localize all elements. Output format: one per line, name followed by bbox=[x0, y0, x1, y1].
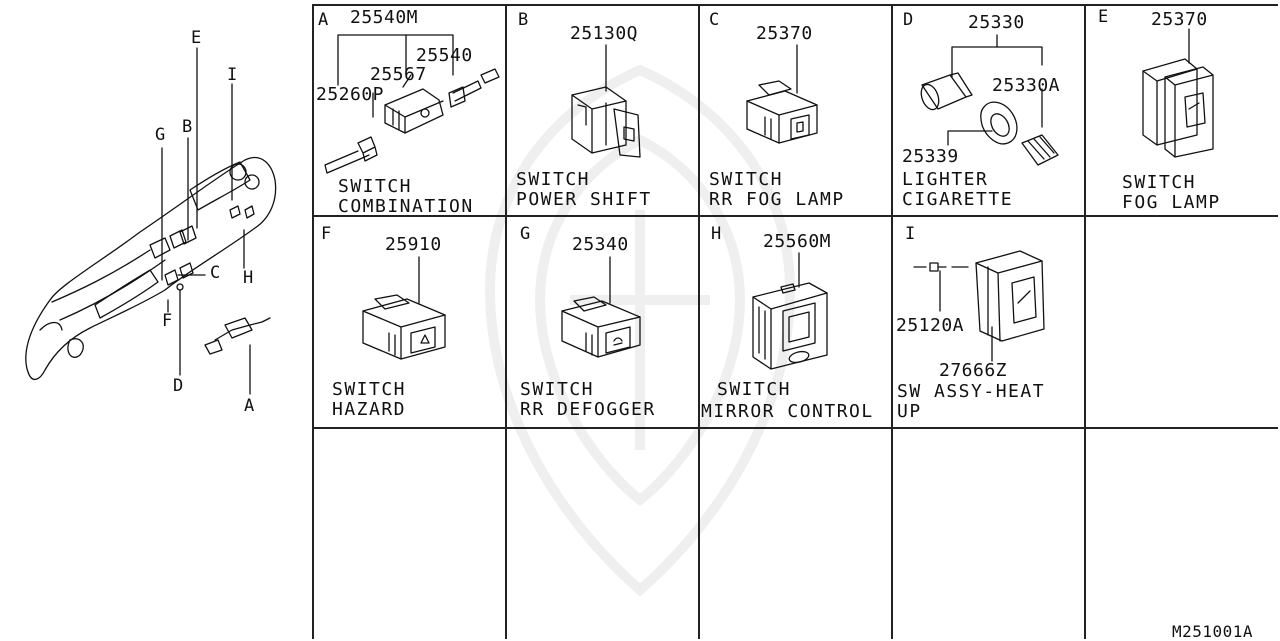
part-number: 25120A bbox=[896, 315, 965, 336]
cigarette-lighter-illustration bbox=[920, 34, 1059, 166]
callout-A: A bbox=[244, 396, 255, 416]
part-title: RR FOG LAMP bbox=[709, 189, 845, 210]
part-title: SWITCH bbox=[1122, 172, 1197, 193]
cell-letter: I bbox=[905, 224, 916, 244]
part-number: 25330 bbox=[968, 12, 1025, 33]
mirror-control-switch-illustration bbox=[752, 252, 828, 370]
rr-fog-lamp-switch-illustration bbox=[746, 44, 818, 144]
hazard-switch-illustration bbox=[362, 256, 446, 360]
diagram-code: M251001A bbox=[1172, 622, 1254, 641]
part-number: 25540 bbox=[416, 45, 473, 66]
cell-h-mirror-control-switch: H 25560M SWITCH MIRROR CONTROL bbox=[699, 217, 891, 427]
cell-b-power-shift-switch: B 25130Q SWITCH POWER SHIFT bbox=[506, 5, 698, 215]
cell-c-rr-fog-lamp-switch: C 25370 SWITCH RR FOG LAMP bbox=[699, 5, 891, 215]
cell-d-cigarette-lighter: D 25330 25330A 25339 LIGHTER CIGARETTE bbox=[892, 5, 1084, 215]
part-title: COMBINATION bbox=[338, 196, 474, 216]
cell-g-rr-defogger-switch: G 25340 SWITCH RR DEFOGGER bbox=[506, 217, 698, 427]
fog-lamp-switch-illustration bbox=[1142, 28, 1214, 158]
part-title: HAZARD bbox=[332, 399, 407, 420]
part-title: SW ASSY-HEAT bbox=[897, 381, 1046, 402]
part-title: RR DEFOGGER bbox=[520, 399, 656, 420]
callout-H: H bbox=[243, 268, 254, 288]
callout-D: D bbox=[173, 376, 184, 396]
instrument-panel-illustration bbox=[25, 47, 277, 395]
cell-letter: D bbox=[903, 10, 914, 30]
cell-letter: G bbox=[520, 224, 531, 244]
part-number: 25340 bbox=[572, 234, 629, 255]
part-title: CIGARETTE bbox=[902, 189, 1014, 210]
part-number: 25560M bbox=[763, 231, 832, 252]
part-title: SWITCH bbox=[516, 169, 591, 190]
part-title: FOG LAMP bbox=[1122, 192, 1221, 213]
callout-F: F bbox=[162, 311, 173, 331]
callout-I: I bbox=[227, 65, 238, 85]
cell-letter: H bbox=[711, 224, 722, 244]
grid-divider bbox=[891, 4, 893, 639]
part-number: 25330A bbox=[992, 75, 1061, 96]
part-title: SWITCH bbox=[717, 379, 792, 400]
grid-divider bbox=[312, 215, 1278, 217]
callout-E: E bbox=[191, 28, 202, 48]
grid-border-left bbox=[312, 4, 314, 639]
part-number: 25567 bbox=[370, 64, 427, 85]
part-title: SWITCH bbox=[332, 379, 407, 400]
overview-panel: E I G B C F H D A bbox=[0, 0, 310, 639]
part-title: UP bbox=[897, 401, 922, 422]
callout-B: B bbox=[182, 117, 193, 137]
cell-letter: A bbox=[318, 10, 329, 30]
part-number: 25260P bbox=[316, 84, 385, 105]
grid-divider bbox=[505, 4, 507, 639]
callout-G: G bbox=[155, 125, 166, 145]
cell-letter: C bbox=[709, 10, 720, 30]
part-number: 25339 bbox=[902, 146, 959, 167]
cell-a-combination-switch: A 25540M 25540 25567 25260P SWITCH COMBI… bbox=[313, 5, 505, 215]
power-shift-switch-illustration bbox=[571, 44, 641, 158]
cell-e-fog-lamp-switch: E 25370 SWITCH FOG LAMP bbox=[1085, 5, 1278, 215]
part-number: 25540M bbox=[350, 7, 419, 28]
part-title: SWITCH bbox=[520, 379, 595, 400]
cell-f-hazard-switch: F 25910 SWITCH HAZARD bbox=[313, 217, 505, 427]
cell-letter: B bbox=[518, 10, 529, 30]
part-title: MIRROR CONTROL bbox=[701, 401, 874, 422]
grid-divider bbox=[698, 4, 700, 639]
part-title: POWER SHIFT bbox=[516, 189, 652, 210]
grid-border-top bbox=[312, 4, 1278, 6]
part-number: 25370 bbox=[1151, 9, 1208, 30]
grid-divider bbox=[1084, 4, 1086, 639]
callout-C: C bbox=[210, 263, 221, 283]
grid-divider bbox=[312, 427, 1278, 429]
part-number: 25130Q bbox=[570, 23, 639, 44]
cell-letter: F bbox=[321, 224, 332, 244]
part-number: 25910 bbox=[385, 234, 442, 255]
part-title: SWITCH bbox=[709, 169, 784, 190]
combination-switch-illustration bbox=[324, 34, 500, 174]
heat-up-switch-illustration bbox=[913, 250, 1045, 362]
part-title: SWITCH bbox=[338, 176, 413, 197]
cell-letter: E bbox=[1098, 7, 1109, 27]
rr-defogger-switch-illustration bbox=[561, 256, 641, 358]
part-number: 25370 bbox=[756, 23, 813, 44]
part-number: 27666Z bbox=[939, 360, 1008, 381]
part-title: LIGHTER bbox=[902, 169, 989, 190]
cell-i-heat-up-switch: I 25120A 27666Z SW ASSY-HEAT UP bbox=[892, 217, 1084, 427]
